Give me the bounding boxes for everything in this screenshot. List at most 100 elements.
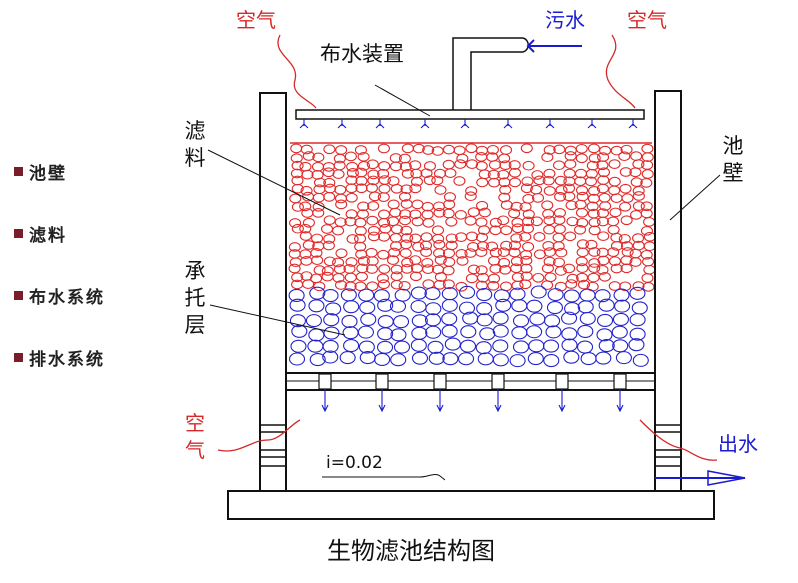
support-stone [629,286,646,300]
filter-media-granule [608,185,621,196]
distributor-nozzle [375,119,385,129]
filter-media-granule [621,247,634,257]
filter-media-granule [620,144,633,155]
filter-media-granule [632,191,645,201]
filter-media-granule [335,199,348,210]
filter-media-granule [489,217,502,228]
left-wall [259,92,287,492]
support-stone [442,352,459,366]
filter-media-granule [420,247,433,257]
filter-media-granule [433,239,446,250]
distributor-nozzle [628,119,638,129]
filter-media-granule [598,192,611,203]
filter-media-granule [390,241,403,251]
support-stone [290,339,307,353]
filter-media-granule [541,200,554,211]
filter-media-granule [444,168,457,179]
distributor-nozzle [420,119,430,129]
filter-media-granule [442,265,455,276]
filter-media-granule [632,281,645,291]
right-wall [654,90,682,492]
filter-media-granule [641,169,654,179]
filter-media-granule [323,144,336,155]
filter-media-granule [324,183,337,194]
filter-media-granule [587,272,600,283]
filter-media-granule [498,192,511,203]
support-stone [374,352,391,366]
support-stone [631,301,648,315]
filter-media-granule [618,233,631,244]
filter-media-granule [487,280,500,291]
filter-media-granule [377,168,390,179]
filter-media-granule [333,153,346,164]
legend-bullet-icon [14,352,23,362]
leader-filter-media [207,149,341,216]
filter-media-granule [422,217,435,228]
filter-media-granule [640,225,654,236]
filter-media-granule [434,255,447,265]
left-wall-air-openings [260,424,286,467]
filter-media-granule [522,216,535,227]
filter-media-granule [520,183,533,194]
filter-media-granule [596,183,609,194]
filter-media-granule [643,241,656,252]
filter-media-granule [575,185,589,196]
filter-media-granule [431,225,445,236]
filter-media-granule [355,183,368,194]
drain-nozzle [436,389,444,413]
filter-media-granule [488,160,502,170]
support-stone [629,313,646,327]
filter-media-granule [311,161,325,172]
filter-media-granule [576,217,589,228]
filter-media-granule [588,258,601,268]
filter-media-granule [433,248,446,258]
support-stone [615,351,632,365]
support-stone [577,300,594,314]
filter-media-granule [643,231,656,242]
tank-base [227,490,715,520]
filter-media-granule [629,248,642,259]
filter-media-granule [500,225,513,236]
filter-media-granule [596,247,609,258]
filter-media-granule [552,232,565,243]
support-stone [410,299,427,314]
distributor-label: 布水装置 [320,42,404,66]
air-flow-top-right [605,34,636,109]
filter-media-granule [464,191,477,202]
filter-media-granule [366,159,379,170]
filter-media-granule [301,169,314,180]
filter-media-granule [487,273,501,284]
filter-media-granule [310,248,323,258]
filter-media-granule [629,167,642,178]
filter-media-granule [597,255,610,266]
air-label-top-left: 空气 [236,8,276,32]
filter-media-granule [553,207,567,218]
support-stone [543,354,560,368]
filter-media-granule [530,216,543,227]
right-wall-air-openings [655,424,681,467]
filter-media-granule [410,263,424,274]
sewage-label: 污水 [545,8,585,32]
support-stone [492,339,509,353]
air-flow-bottom-right [639,419,718,461]
support-stone [580,352,597,366]
filter-media-granule [335,145,348,155]
filter-media-granule [412,143,425,154]
filter-media-granule [566,273,579,284]
support-layer-label: 承托层 [184,259,206,337]
filter-media-granule [533,175,546,186]
filter-media-granule [332,169,345,180]
filter-media-granule [541,263,554,274]
filter-media-granule [607,216,620,227]
filter-media-granule [588,263,601,274]
support-stone [288,352,306,366]
filter-media-granule [390,271,403,282]
filter-media-granule [433,279,446,290]
filter-media-granule [618,151,631,162]
support-stone [576,340,594,354]
filter-media-granule [575,207,589,218]
filter-media-granule [377,249,390,260]
filter-media-granule [552,241,565,251]
filter-media-granule [599,145,612,156]
filter-media-granule [565,279,578,289]
